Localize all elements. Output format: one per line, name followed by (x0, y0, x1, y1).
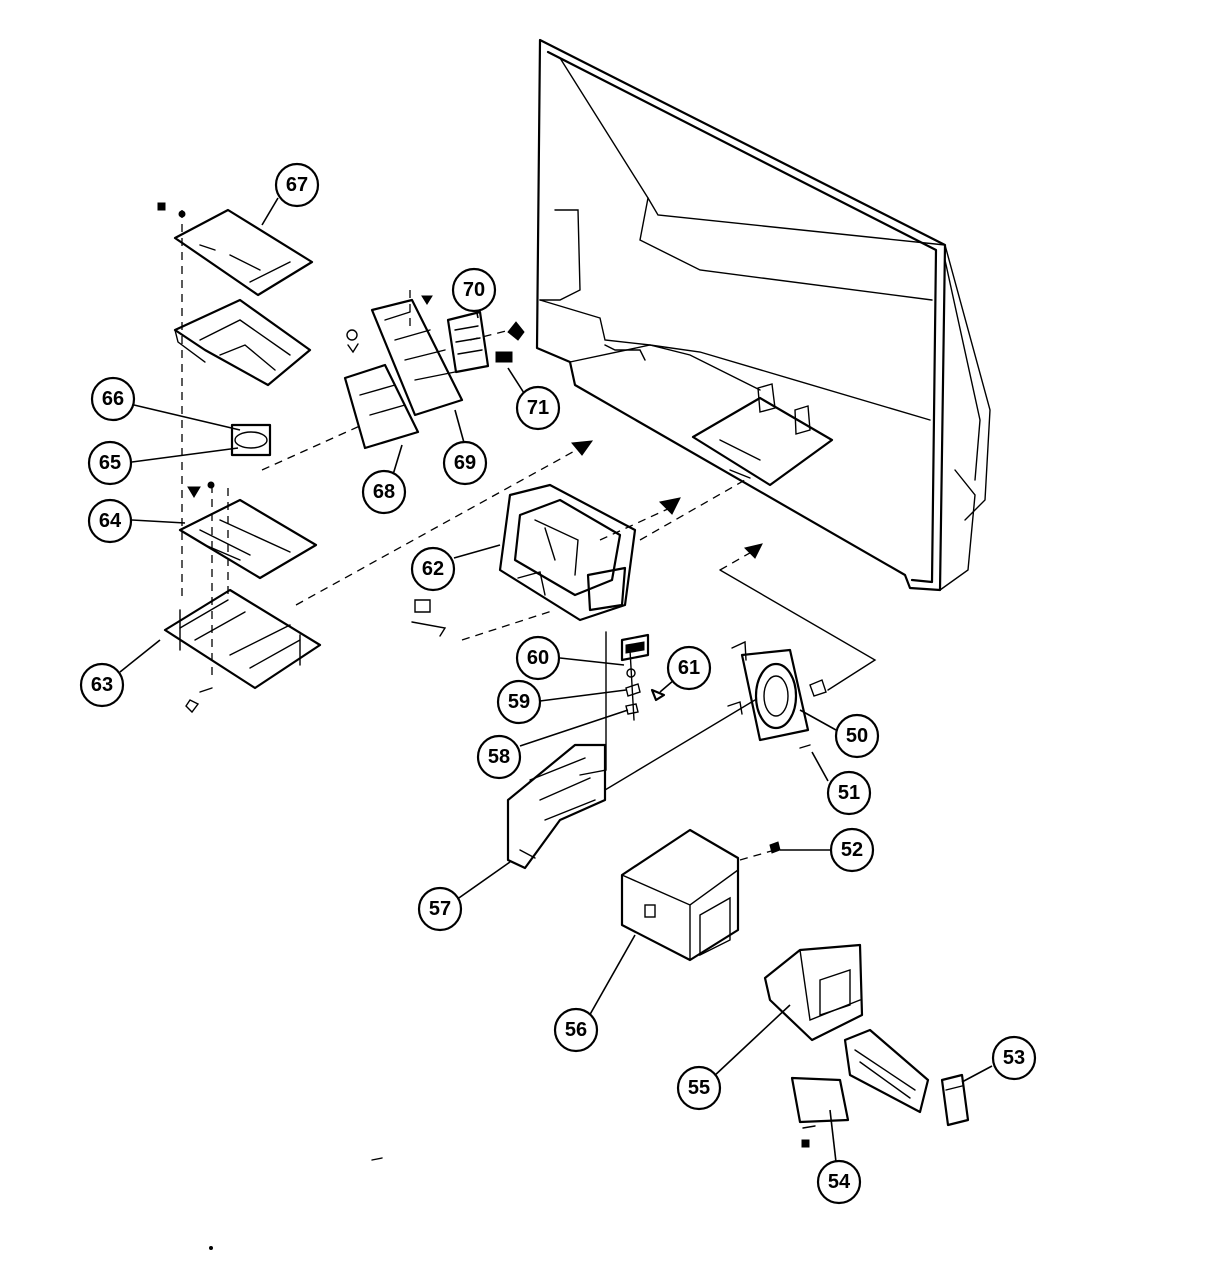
stray-dot (209, 1246, 213, 1250)
svg-text:68: 68 (373, 481, 395, 503)
callout-67: 67 (274, 162, 320, 208)
pcb-board-67 (157, 202, 314, 297)
connector-71 (495, 351, 513, 363)
callout-58: 58 (476, 734, 522, 780)
small-pcb-70 (446, 310, 525, 374)
svg-text:61: 61 (678, 657, 700, 679)
callout-70: 70 (451, 267, 497, 313)
board-shield-68-69 (343, 295, 464, 450)
callout-61: 61 (666, 645, 712, 691)
svg-text:65: 65 (99, 452, 121, 474)
svg-text:63: 63 (91, 674, 113, 696)
svg-text:55: 55 (688, 1077, 710, 1099)
svg-text:59: 59 (508, 691, 530, 713)
callout-66: 66 (90, 376, 136, 422)
callout-54: 54 (816, 1159, 862, 1205)
tuner-frame-64 (178, 481, 318, 580)
housing-57 (506, 743, 607, 870)
callout-69: 69 (442, 440, 488, 486)
callout-50: 50 (834, 713, 880, 759)
speaker-50 (727, 640, 827, 742)
svg-text:54: 54 (828, 1171, 851, 1193)
bracket-box-56 (620, 828, 740, 962)
housing-55 (763, 943, 864, 1042)
leader-lines (119, 197, 993, 1163)
svg-text:69: 69 (454, 452, 476, 474)
stray-mark (371, 1157, 383, 1161)
optical-block-62 (411, 483, 637, 637)
svg-text:57: 57 (429, 898, 451, 920)
svg-text:60: 60 (527, 647, 549, 669)
callout-59: 59 (496, 679, 542, 725)
svg-text:52: 52 (841, 839, 863, 861)
screw-61 (650, 688, 666, 702)
callout-57: 57 (417, 886, 463, 932)
callout-55: 55 (676, 1065, 722, 1111)
svg-text:66: 66 (102, 388, 124, 410)
rear-cabinet (535, 38, 991, 592)
svg-text:71: 71 (527, 397, 549, 419)
callout-68: 68 (361, 469, 407, 515)
svg-text:67: 67 (286, 174, 308, 196)
bracket-51 (799, 744, 811, 749)
svg-text:53: 53 (1003, 1047, 1025, 1069)
callout-53: 53 (991, 1035, 1037, 1081)
svg-text:56: 56 (565, 1019, 587, 1041)
callout-52: 52 (829, 827, 875, 873)
callout-71: 71 (515, 385, 561, 431)
svg-text:58: 58 (488, 746, 510, 768)
callout-62: 62 (410, 546, 456, 592)
terminal-board-54 (790, 1028, 930, 1148)
callout-51: 51 (826, 770, 872, 816)
svg-text:51: 51 (838, 782, 860, 804)
callout-56: 56 (553, 1007, 599, 1053)
chassis-base-63 (163, 588, 322, 714)
callout-65: 65 (87, 440, 133, 486)
svg-text:50: 50 (846, 725, 868, 747)
callout-60: 60 (515, 635, 561, 681)
svg-text:64: 64 (99, 510, 122, 532)
small-parts-58-60 (620, 633, 650, 715)
pcb-frame (173, 298, 312, 387)
shield-band-66-65 (230, 423, 272, 457)
callout-63: 63 (79, 662, 125, 708)
callout-64: 64 (87, 498, 133, 544)
svg-text:62: 62 (422, 558, 444, 580)
screw-52 (769, 841, 781, 854)
svg-text:70: 70 (463, 279, 485, 301)
assembly-lines (181, 210, 877, 861)
cover-53 (940, 1073, 970, 1127)
